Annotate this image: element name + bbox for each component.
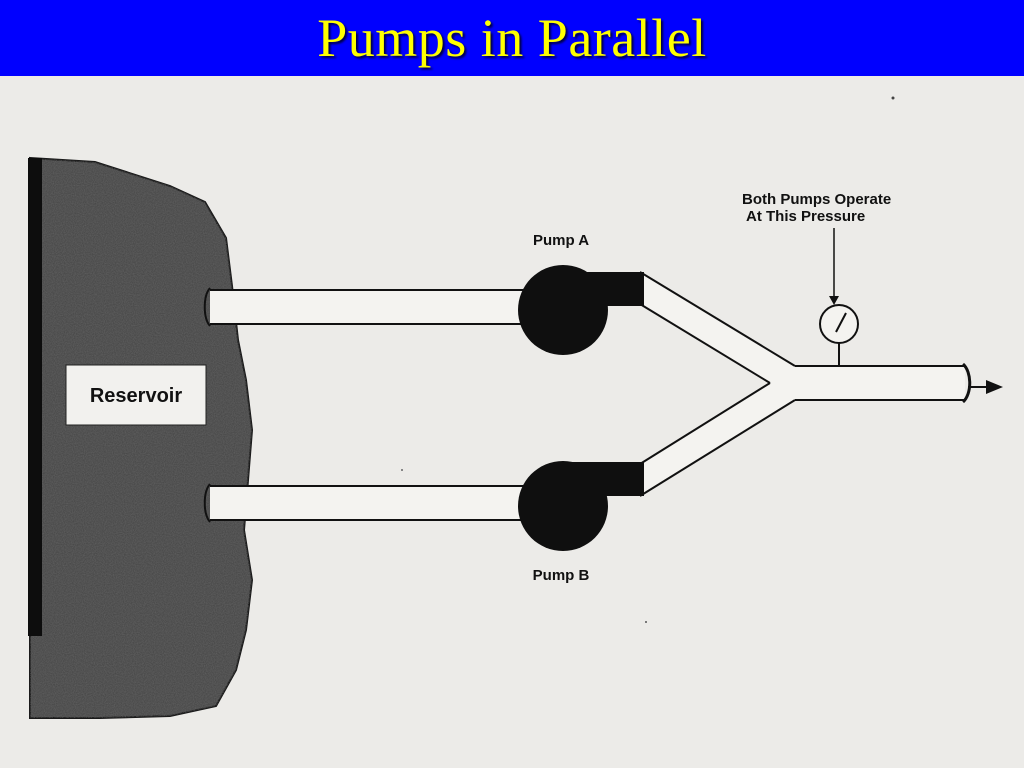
pump-a-label: Pump A — [533, 232, 589, 249]
pumps-in-parallel-diagram: Reservoir — [0, 76, 1024, 768]
gauge-pointer-arrowhead — [829, 296, 839, 305]
gauge-note-line2: At This Pressure — [746, 208, 865, 225]
slide-header: Pumps in Parallel — [0, 0, 1024, 76]
paper-speck — [891, 96, 895, 100]
pump-b-label: Pump B — [533, 567, 590, 584]
slide-title: Pumps in Parallel — [317, 8, 707, 68]
paper-speck — [645, 621, 647, 623]
suction-pipe-b — [203, 483, 530, 523]
reservoir-label-box — [65, 364, 207, 426]
pump-a — [518, 265, 644, 355]
reservoir-label: Reservoir — [90, 385, 182, 407]
pump-b — [518, 461, 644, 551]
discharge-manifold — [639, 271, 972, 497]
suction-pipe-a — [203, 287, 530, 327]
diagram-photo: Reservoir — [0, 76, 1024, 768]
paper-speck — [401, 469, 403, 471]
reservoir-wall — [28, 158, 42, 636]
gauge-note-line1: Both Pumps Operate — [742, 191, 891, 208]
pressure-gauge-icon — [819, 304, 859, 366]
reservoir — [28, 156, 254, 719]
arrow-right-icon — [968, 380, 1003, 394]
